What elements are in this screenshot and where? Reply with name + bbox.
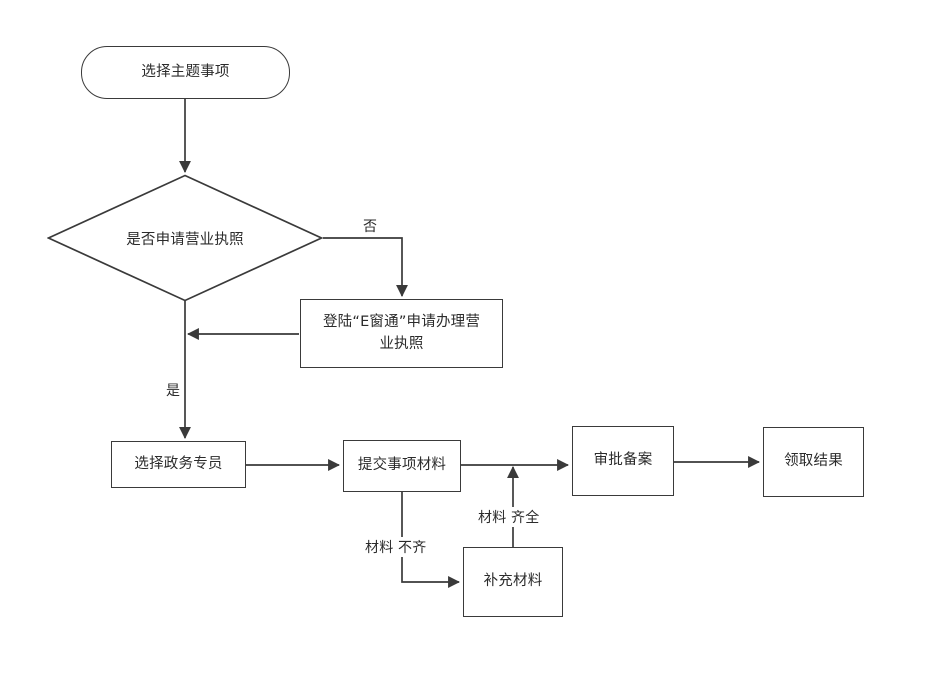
- node-approval-label: 审批备案: [593, 452, 653, 469]
- edge-label-materials-complete: 材料 齐全: [475, 507, 543, 527]
- node-result[interactable]: 领取结果: [763, 427, 864, 497]
- node-start-label: 选择主题事项: [141, 63, 230, 80]
- edge-decision-to-ewindow: [323, 237, 408, 297]
- node-officer[interactable]: 选择政务专员: [111, 441, 246, 488]
- node-decision[interactable]: 是否申请营业执照: [47, 174, 323, 302]
- node-start[interactable]: 选择主题事项: [81, 46, 290, 99]
- edge-label-no: 否: [360, 216, 381, 236]
- node-submit-label: 提交事项材料: [357, 457, 447, 474]
- node-result-label: 领取结果: [784, 453, 843, 470]
- edge-label-materials-incomplete: 材料 不齐: [362, 537, 430, 557]
- node-submit[interactable]: 提交事项材料: [343, 440, 461, 492]
- node-approval[interactable]: 审批备案: [572, 426, 674, 496]
- node-officer-label: 选择政务专员: [134, 455, 223, 472]
- node-decision-label: 是否申请营业执照: [126, 231, 244, 248]
- edge-label-yes: 是: [163, 380, 184, 400]
- diamond-shape: [47, 174, 323, 302]
- node-supplement[interactable]: 补充材料: [463, 547, 563, 617]
- edge-submit-to-supplement: [401, 492, 460, 588]
- node-ewindow-label: 登陆“E窗通”申请办理营 业执照: [322, 313, 481, 352]
- node-ewindow[interactable]: 登陆“E窗通”申请办理营 业执照: [300, 299, 503, 368]
- node-supplement-label: 补充材料: [483, 573, 543, 590]
